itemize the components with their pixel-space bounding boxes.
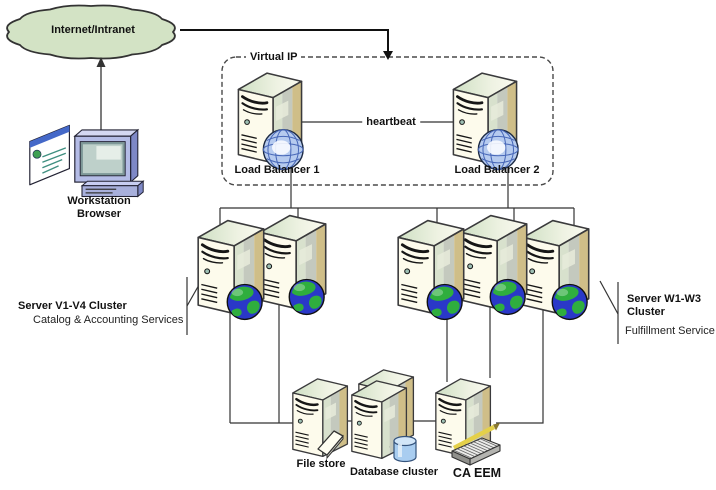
w-cluster-subtitle: Fulfillment Service xyxy=(625,325,715,337)
connector-cloud-to-vip xyxy=(180,29,389,51)
virtual-ip-label: Virtual IP xyxy=(246,51,302,64)
server-v1-icon xyxy=(198,221,264,320)
database-cylinder-icon xyxy=(393,435,417,463)
workstation-label-line1: Workstation xyxy=(67,195,131,207)
w-cluster-leader xyxy=(599,280,619,315)
workstation-icon xyxy=(29,124,145,198)
cloud-icon xyxy=(6,4,176,60)
workstation-label-line2: Browser xyxy=(76,208,122,220)
document-icon xyxy=(317,430,344,460)
w-cluster-title-line1: Server W1-W3 xyxy=(627,293,701,305)
server-w1-icon xyxy=(398,221,464,320)
database-cluster-label: Database cluster xyxy=(349,466,439,478)
arrowhead-into-cloud xyxy=(96,57,106,67)
load-balancer-1-label: Load Balancer 1 xyxy=(234,164,320,176)
server-w2-icon xyxy=(461,216,527,315)
load-balancer-2-label: Load Balancer 2 xyxy=(454,164,540,176)
keyboard-icon xyxy=(451,423,501,466)
v-cluster-title: Server V1-V4 Cluster xyxy=(18,300,127,312)
browser-page-icon xyxy=(29,124,70,186)
w-cluster-title-line2: Cluster xyxy=(627,306,665,318)
file-store-label: File store xyxy=(296,458,346,470)
v-cluster-subtitle: Catalog & Accounting Services xyxy=(33,314,184,326)
pencil-icon xyxy=(452,425,496,450)
w-cluster-title: Server W1-W3 Cluster xyxy=(627,293,701,319)
heartbeat-label: heartbeat xyxy=(362,116,420,129)
load-balancer-1-icon xyxy=(238,73,303,169)
server-w3-icon xyxy=(523,221,589,320)
cloud-label: Internet/Intranet xyxy=(51,24,135,36)
server-v2-icon xyxy=(260,216,326,315)
load-balancer-2-icon xyxy=(453,73,518,169)
computer-base-icon xyxy=(80,180,145,198)
connector-w3-down xyxy=(496,300,544,424)
monitor-icon xyxy=(73,128,140,184)
workstation-label: Workstation Browser xyxy=(67,195,130,221)
arrowhead-into-vip xyxy=(383,51,393,60)
file-store-server-icon xyxy=(293,379,348,456)
ca-eem-label: CA EEM xyxy=(452,466,502,480)
connectors xyxy=(100,29,619,424)
